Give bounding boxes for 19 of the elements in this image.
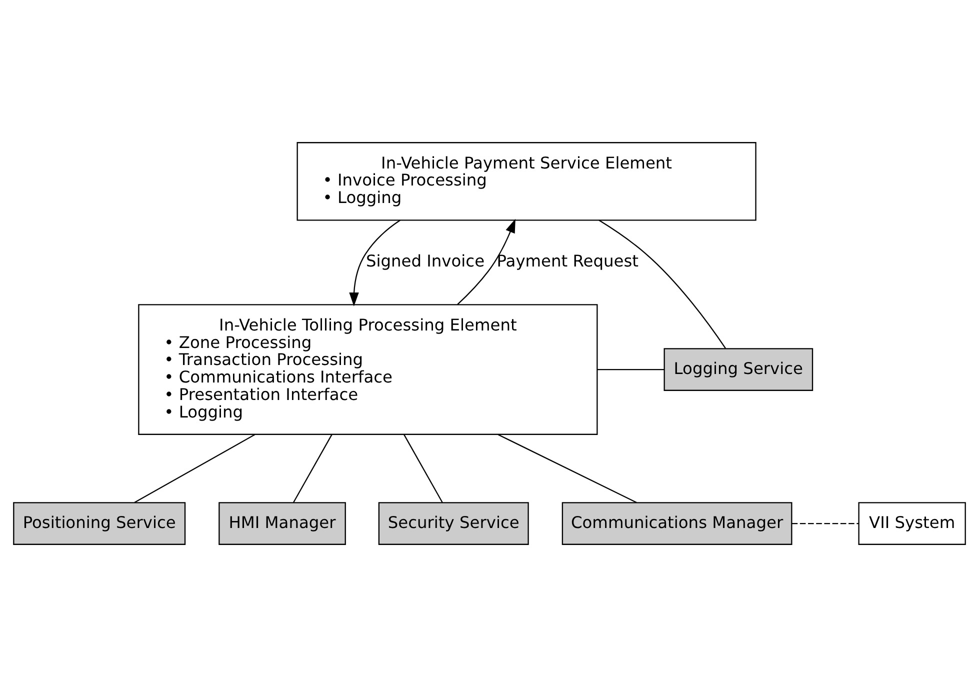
edge-label: Payment Request <box>496 252 639 271</box>
connector <box>792 522 859 524</box>
node-box: Positioning Service <box>13 502 186 545</box>
connector <box>498 434 637 504</box>
arrow <box>457 218 516 305</box>
node-box: In-Vehicle Payment Service Element • Invoice Processing • Logging <box>296 142 756 221</box>
connector <box>598 220 726 349</box>
node-box: HMI Manager <box>218 502 346 545</box>
node-box: VII System <box>858 502 966 545</box>
node-box: Logging Service <box>664 348 814 391</box>
edge-label: Signed Invoice <box>366 252 485 271</box>
connector <box>597 368 664 370</box>
node-box: Security Service <box>378 502 529 545</box>
node-box: In-Vehicle Tolling Processing Element • Zone Processing • Transaction Processing • Communications Interface • Presentation Interface • Logging <box>138 304 598 435</box>
connector <box>404 434 443 503</box>
arrow <box>349 220 400 306</box>
connector <box>134 434 256 504</box>
connector <box>292 434 332 503</box>
node-box: Communications Manager <box>562 502 792 545</box>
